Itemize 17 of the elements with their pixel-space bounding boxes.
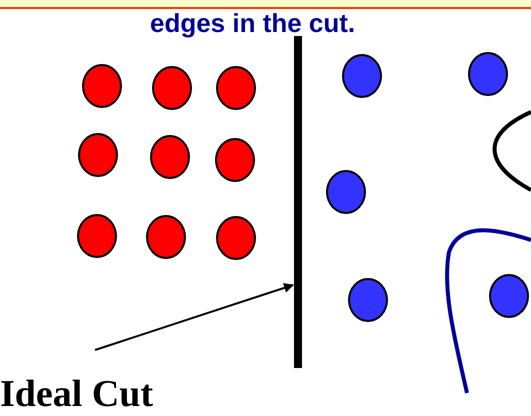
node-label: Ideal Cut (0, 372, 154, 416)
vertex-circle (77, 214, 117, 258)
vertex-circle (326, 170, 366, 214)
vertex-circle (78, 133, 118, 177)
vertex-circle (348, 278, 388, 322)
vertex-circle (215, 138, 255, 182)
vertex-circle (216, 66, 256, 110)
vertex-circle (489, 274, 529, 318)
arrow (94, 283, 294, 351)
vertex-circle (342, 54, 382, 98)
vertex-circle (152, 66, 192, 110)
vertex-circle (216, 216, 256, 260)
heading: edges in the cut. (150, 8, 356, 38)
vertex-circle (468, 52, 508, 96)
vertex-circle (82, 64, 122, 108)
vertex-circle (150, 135, 190, 179)
vertex-circle (146, 215, 186, 259)
